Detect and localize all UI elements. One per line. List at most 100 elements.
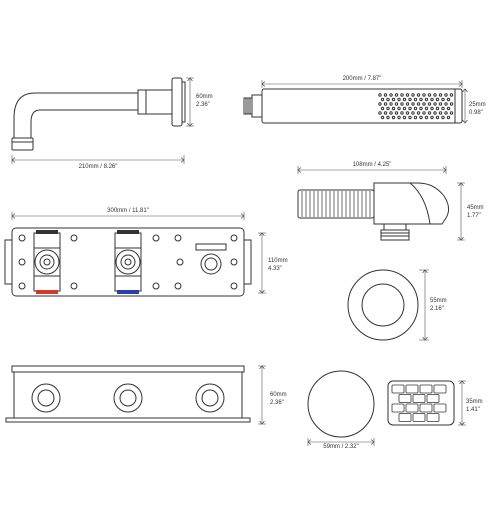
nozzle-hole	[427, 93, 432, 97]
nozzle-hole	[378, 93, 382, 97]
knurl-brick	[405, 384, 419, 394]
round-plate-dimensions	[419, 270, 429, 340]
nozzle-hole	[422, 102, 426, 106]
nozzle-hole	[391, 97, 396, 102]
nozzle-hole	[416, 102, 421, 106]
nozzle-hole	[380, 97, 385, 102]
valve-body-front-width-label: 300mm / 11.81"	[107, 208, 149, 214]
nozzle-hole	[402, 97, 407, 102]
nozzle-hole	[435, 115, 440, 120]
valve-body-front-dimensions	[12, 212, 266, 293]
nozzle-hole	[378, 102, 382, 106]
nozzle-hole	[435, 106, 440, 111]
nozzle-hole	[419, 106, 423, 111]
knurl-brick	[419, 403, 433, 413]
spray-nozzle-holes	[378, 93, 454, 120]
knurl-brick	[398, 413, 412, 422]
nozzle-hole	[397, 106, 401, 111]
nozzle-hole	[424, 115, 429, 120]
nozzle-hole	[446, 97, 451, 102]
nozzle-hole	[411, 102, 415, 106]
round-plate-diameter-mm: 55mm	[430, 298, 447, 304]
nozzle-hole	[383, 102, 388, 106]
nozzle-hole	[413, 115, 418, 120]
nozzle-hole	[419, 115, 423, 120]
wall-outlet-holder-width-label: 108mm / 4.25"	[353, 162, 392, 168]
nozzle-hole	[386, 97, 390, 102]
nozzle-hole	[397, 97, 401, 102]
knurl-brick	[426, 413, 440, 422]
spout-height-in: 2.36"	[196, 102, 210, 108]
knurl-brick	[433, 384, 447, 394]
nozzle-hole	[438, 111, 443, 115]
nozzle-hole	[441, 97, 445, 102]
nozzle-hole	[394, 93, 399, 97]
nozzle-hole	[400, 93, 404, 97]
nozzle-hole	[383, 93, 388, 97]
hand-shower-width-label: 200mm / 7.87"	[343, 76, 382, 82]
valve-body-front-height-mm: 110mm	[268, 258, 288, 264]
cold-indicator-bar	[117, 290, 139, 294]
top-band-right	[117, 230, 139, 234]
knurl-brick	[405, 403, 419, 413]
nozzle-hole	[430, 106, 434, 111]
valve-body-front-drawing	[4, 227, 252, 297]
hand-shower-drawing	[243, 88, 463, 124]
nozzle-hole	[422, 93, 426, 97]
knurl-brick	[433, 403, 447, 413]
hand-shower-dimensions	[262, 80, 465, 123]
hand-shower-diameter-mm: 25mm	[469, 102, 486, 108]
round-plate-diameter-in: 2.16"	[430, 306, 444, 312]
knurl-brick	[426, 394, 440, 403]
hand-shower-diameter-in: 0.98"	[469, 110, 483, 116]
knurl-brick	[391, 384, 405, 394]
nozzle-hole	[378, 111, 382, 115]
nozzle-hole	[394, 111, 399, 115]
knurl-brick	[398, 394, 412, 403]
spout-dimensions	[12, 78, 194, 164]
nozzle-hole	[389, 93, 393, 97]
nozzle-hole	[449, 111, 454, 115]
nozzle-hole	[419, 97, 423, 102]
knurled-handle-height-in: 1.41"	[466, 407, 480, 413]
nozzle-hole	[394, 102, 399, 106]
nozzle-hole	[405, 93, 410, 97]
nozzle-hole	[433, 102, 437, 106]
wall-outlet-holder-height-in: 1.77"	[467, 213, 481, 219]
control-knob-drawing	[307, 370, 375, 438]
control-knob-width-label: 59mm / 2.32"	[323, 444, 358, 450]
nozzle-hole	[389, 102, 393, 106]
nozzle-hole	[427, 111, 432, 115]
nozzle-hole	[441, 115, 445, 120]
nozzle-hole	[444, 93, 448, 97]
spout-drawing	[11, 77, 186, 151]
nozzle-hole	[380, 106, 385, 111]
valve-body-box-height-in: 2.36"	[270, 400, 284, 406]
nozzle-hole	[380, 115, 385, 120]
nozzle-hole	[449, 93, 454, 97]
nozzle-hole	[408, 97, 412, 102]
nozzle-hole	[430, 115, 434, 120]
nozzle-hole	[405, 111, 410, 115]
nozzle-hole	[438, 93, 443, 97]
nozzle-hole	[416, 111, 421, 115]
nozzle-hole	[402, 115, 407, 120]
nozzle-hole	[416, 93, 421, 97]
valve-body-front-height-in: 4.33"	[268, 266, 282, 272]
valve-body-box-height-mm: 60mm	[270, 392, 287, 398]
control-knob-dimensions	[308, 438, 374, 446]
nozzle-hole	[435, 97, 440, 102]
spout-width-label: 210mm / 8.26"	[79, 164, 118, 170]
nozzle-hole	[444, 111, 448, 115]
nozzle-hole	[424, 97, 429, 102]
top-band-left	[36, 230, 58, 234]
nozzle-hole	[400, 102, 404, 106]
wall-outlet-holder-drawing	[297, 182, 450, 241]
nozzle-hole	[446, 106, 451, 111]
knurl-grid-pattern	[391, 384, 447, 422]
nozzle-hole	[424, 106, 429, 111]
nozzle-hole	[400, 111, 404, 115]
spout-height-mm: 60mm	[196, 94, 213, 100]
nozzle-hole	[422, 111, 426, 115]
